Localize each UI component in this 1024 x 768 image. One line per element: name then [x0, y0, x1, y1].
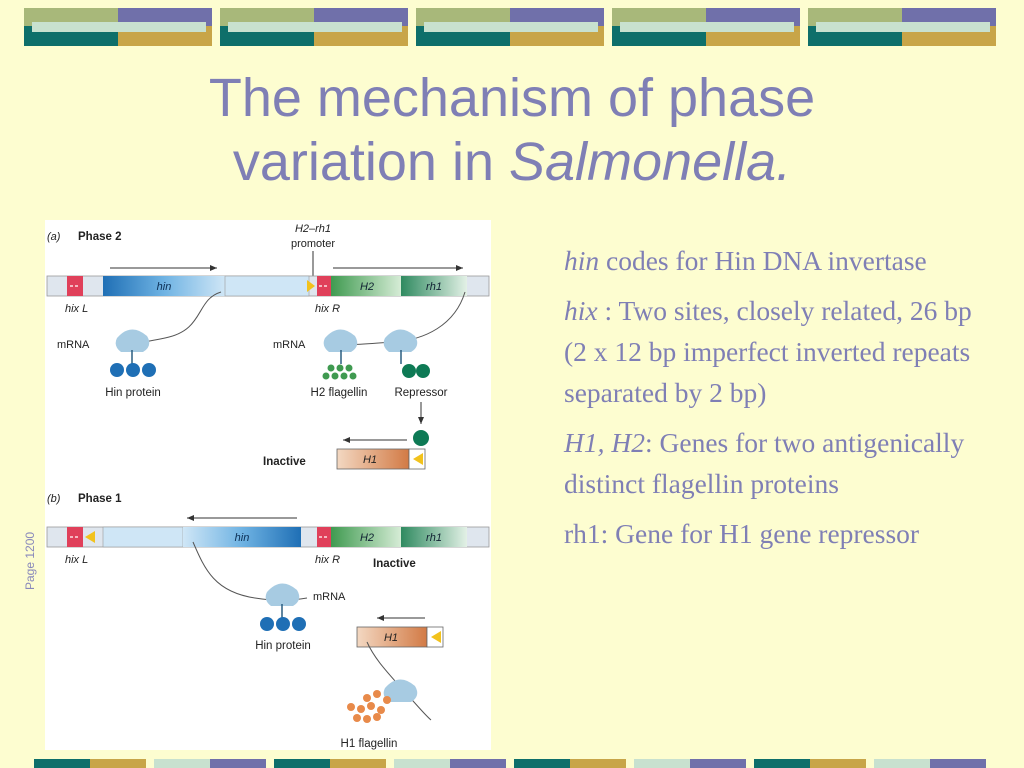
rh1-gene-label: rh1 — [426, 281, 442, 293]
panel-a-heading: Phase 2 — [78, 231, 121, 243]
hin-gene — [103, 276, 225, 296]
banner-tile — [416, 8, 604, 46]
h1-gene-label-b: H1 — [384, 632, 398, 644]
hin-protein-bead-b — [276, 617, 290, 631]
note-term: hin — [564, 245, 600, 276]
panel-b-letter: (b) — [47, 493, 61, 505]
title-organism: Salmonella. — [509, 132, 792, 192]
phase-variation-figure: (a) Phase 2 H2–rh1 promoter hin H2 rh1 h… — [45, 220, 491, 750]
ribosome-hin-a — [115, 329, 150, 352]
hin-protein-bead — [110, 363, 124, 377]
inactive-label-b: Inactive — [373, 558, 416, 570]
promoter-triangle — [307, 280, 315, 292]
repressor-bead — [402, 364, 416, 378]
h2-flagellin-cluster — [322, 364, 357, 380]
ribosome-h1 — [383, 679, 418, 702]
h2-gene — [331, 276, 401, 296]
note-item: rh1: Gene for H1 gene repressor — [564, 513, 1000, 554]
hin-protein-bead-b — [260, 617, 274, 631]
panel-a-letter: (a) — [47, 231, 61, 243]
title-line-2: variation in Salmonella. — [100, 130, 924, 194]
hin-gene-b — [183, 527, 301, 547]
banner-tile — [24, 8, 212, 46]
note-text: rh1: Gene for H1 gene repressor — [564, 518, 920, 549]
note-text: codes for Hin DNA invertase — [599, 245, 927, 276]
h1-promoter-a — [413, 453, 423, 465]
inactive-label-a: Inactive — [263, 456, 306, 468]
hix-l-label-b: hix L — [65, 554, 88, 566]
repressor-bead — [416, 364, 430, 378]
title-line-2-prefix: variation in — [232, 132, 509, 192]
h2-gene-b — [331, 527, 401, 547]
note-item: hin codes for Hin DNA invertase — [564, 240, 1000, 281]
h1-flagellin-label: H1 flagellin — [341, 738, 398, 750]
banner-tile — [220, 8, 408, 46]
panel-b-heading: Phase 1 — [78, 493, 122, 505]
banner-tile — [808, 8, 996, 46]
rh1-gene — [401, 276, 467, 296]
hin-protein-bead-b — [292, 617, 306, 631]
ribosome-rh1 — [383, 329, 418, 352]
hin-protein-label-b: Hin protein — [255, 640, 311, 652]
note-item: hix : Two sites, closely related, 26 bp … — [564, 290, 1000, 413]
h1-flagellin-cluster — [347, 690, 391, 723]
rh1-gene-b — [401, 527, 467, 547]
mrna-label-a-right: mRNA — [273, 339, 306, 351]
ribosome-h2 — [323, 329, 358, 352]
figure-diagram: (a) Phase 2 H2–rh1 promoter hin H2 rh1 h… — [46, 223, 490, 750]
hin-protein-label-a: Hin protein — [105, 387, 161, 399]
note-text: : Two sites, closely related, 26 bp (2 x… — [564, 295, 972, 408]
h2-gene-label: H2 — [360, 281, 374, 293]
banner-tile — [612, 8, 800, 46]
title-line-1: The mechanism of phase — [208, 68, 816, 128]
hix-r-label-b: hix R — [315, 554, 340, 566]
note-text: : Genes for two antigenically distinct f… — [564, 427, 965, 499]
hix-l-label: hix L — [65, 303, 88, 315]
repressor-label: Repressor — [394, 387, 447, 399]
hin-protein-bead — [126, 363, 140, 377]
h1-promoter-b — [431, 631, 441, 643]
h2-flagellin-label: H2 flagellin — [311, 387, 368, 399]
hin-gene-label: hin — [157, 281, 172, 293]
h2-gene-label-b: H2 — [360, 532, 374, 544]
promoter-triangle-b — [85, 531, 95, 543]
promoter-label: promoter — [291, 238, 335, 250]
rh1-gene-label-b: rh1 — [426, 532, 442, 544]
note-term: hix — [564, 295, 598, 326]
page-reference: Page 1200 — [23, 531, 37, 590]
notes-panel: hin codes for Hin DNA invertase hix : Tw… — [564, 240, 1000, 563]
mrna-label-a-left: mRNA — [57, 339, 90, 351]
ribosome-hin-b — [265, 583, 300, 606]
hin-gene-label-b: hin — [235, 532, 250, 544]
hin-protein-bead — [142, 363, 156, 377]
hix-r-label: hix R — [315, 303, 340, 315]
promoter-gene-label: H2–rh1 — [295, 223, 331, 235]
note-term: H1, H2 — [564, 427, 645, 458]
page-title: The mechanism of phase variation in Salm… — [100, 66, 924, 194]
bound-repressor — [413, 430, 429, 446]
h1-gene-label-a: H1 — [363, 454, 377, 466]
mrna-label-b: mRNA — [313, 591, 346, 603]
note-item: H1, H2: Genes for two antigenically dist… — [564, 422, 1000, 504]
